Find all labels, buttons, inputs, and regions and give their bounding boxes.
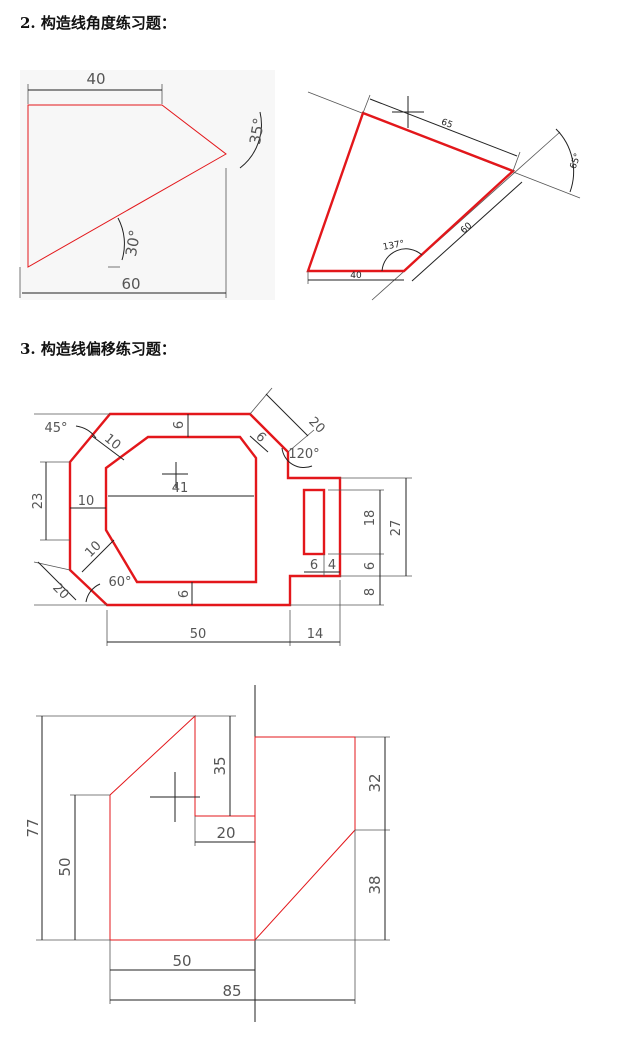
figure-3-dim-27: 27 [389, 520, 404, 537]
figure-4-dim-50-v: 50 [56, 857, 74, 876]
figure-3-dim-6-slot: 6 [310, 558, 318, 573]
figure-3-dim-14: 14 [307, 627, 324, 642]
figure-2-angle-drawing: 65 60 40 137° 65° [306, 91, 584, 301]
figure-4-left-outline-top [109, 714, 255, 817]
figure-2-angle-137: 137° [382, 239, 405, 253]
figure-1-outline [27, 104, 227, 268]
figure-3-dim-18: 18 [363, 510, 378, 527]
section-3-heading: 3. 构造线偏移练习题： [20, 340, 176, 358]
figure-3-arc-45 [75, 425, 97, 439]
figure-4-dim-32: 32 [366, 773, 384, 792]
figure-4-dim-77: 77 [24, 818, 42, 837]
figure-3-dim-8: 8 [363, 588, 378, 596]
figure-3-slot [302, 488, 326, 556]
figure-3-outer-outline [68, 412, 342, 607]
figure-1-angle-35: 35° [246, 116, 268, 145]
figure-3-inner-outline [104, 435, 258, 584]
figure-1-angle-drawing: 40 60 30° 35° [19, 70, 275, 300]
figure-2-dim-60: 60 [459, 221, 474, 236]
figure-4-dim-35: 35 [211, 756, 229, 775]
figure-3-arc-120 [281, 447, 313, 469]
section-2-heading: 2. 构造线角度练习题： [20, 14, 176, 32]
figure-3-angle-60: 60° [108, 575, 131, 590]
figure-4-dim-20: 20 [216, 824, 235, 842]
figure-1-dim-40: 40 [86, 70, 105, 88]
figure-3-dim-10-mid: 10 [78, 494, 95, 509]
figure-4-dim-38: 38 [366, 875, 384, 894]
figure-2-arc-65 [555, 128, 575, 193]
figure-3-angle-45: 45° [44, 421, 67, 436]
figure-3-arc-60 [85, 583, 101, 603]
figure-1-arc-30 [117, 217, 125, 261]
figure-3-dim-6-top: 6 [172, 421, 187, 429]
figure-1-angle-30: 30° [122, 228, 144, 257]
figure-3-dim-10-a: 10 [101, 431, 123, 453]
figure-3-dim-23: 23 [31, 493, 46, 510]
figure-1-dim-60: 60 [121, 275, 140, 293]
figure-2-arc-137 [381, 248, 423, 272]
figure-3-dim-10-b: 10 [82, 538, 104, 560]
figure-3-dim-20-top: 20 [305, 414, 327, 436]
figure-1-arc-35 [239, 111, 262, 169]
figure-3-dim-6-tr: 6 [252, 429, 268, 445]
figure-3-angle-120: 120° [288, 447, 319, 462]
figure-3-offset-drawing: 41 6 10 45° 20 6 120° 23 10 10 [31, 387, 412, 646]
figure-2-construction-line-right [371, 131, 561, 301]
figure-4-dim-50-h: 50 [172, 952, 191, 970]
figure-4-offset-drawing: 77 50 35 20 32 38 50 85 [24, 685, 390, 1022]
figure-3-dim-6-right: 6 [363, 562, 378, 570]
figure-3-dim-20-bl: 20 [49, 580, 71, 602]
figure-2-dim-40: 40 [350, 271, 362, 281]
figure-4-right-outline [254, 736, 356, 942]
figure-2-dim-line-top [369, 98, 518, 157]
figure-3-dim-6-bottom: 6 [177, 590, 192, 598]
figure-3-dim-50: 50 [190, 627, 207, 642]
figure-4-dim-85: 85 [222, 982, 241, 1000]
figure-1-background [20, 70, 275, 300]
figure-3-dim-41: 41 [172, 481, 189, 496]
figure-4-left-outline-bottom [109, 795, 255, 941]
figure-2-outline [306, 111, 516, 273]
figure-2-dim-65: 65 [440, 117, 454, 130]
figure-3-dim-4-slot: 4 [328, 558, 336, 573]
figure-2-dim-line-right [411, 181, 523, 282]
